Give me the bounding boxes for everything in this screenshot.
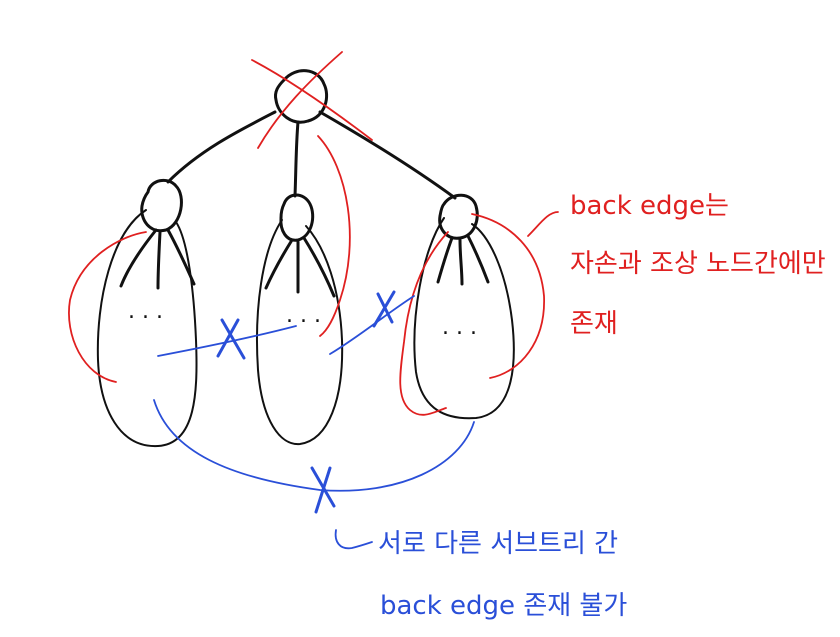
edge-root-left bbox=[166, 110, 277, 184]
x-mark-icon bbox=[310, 466, 336, 514]
cross-edge-middle-right bbox=[329, 295, 415, 355]
edge-root-middle bbox=[293, 120, 300, 198]
right-branch-3 bbox=[466, 234, 490, 284]
root-cross-stroke-2 bbox=[257, 51, 343, 149]
left-child-node bbox=[140, 178, 183, 233]
x-mark-icon bbox=[216, 318, 246, 360]
back-edge-right-inner bbox=[399, 231, 449, 416]
red-back-edges bbox=[68, 51, 559, 416]
right-branch-2 bbox=[458, 238, 464, 286]
left-branch-2 bbox=[156, 230, 162, 290]
cross-edge-left-right-bottom bbox=[153, 399, 475, 492]
left-subtree-outline bbox=[96, 209, 198, 448]
red-note-line-1: back edge는 bbox=[570, 191, 729, 221]
edge-root-right bbox=[318, 110, 457, 200]
left-subtree-ellipsis: . . . bbox=[128, 299, 163, 324]
back-edge-left-loop bbox=[68, 231, 147, 383]
right-subtree-outline bbox=[413, 217, 515, 420]
red-note-line-2: 자손과 조상 노드간에만 bbox=[570, 249, 826, 279]
tree-edges bbox=[166, 110, 457, 200]
right-branch-1 bbox=[436, 236, 454, 284]
blue-note-line-1: 서로 다른 서브트리 간 bbox=[378, 529, 618, 559]
blue-cross-edges bbox=[153, 295, 475, 550]
middle-subtree-outline bbox=[256, 219, 344, 446]
root-node bbox=[274, 69, 329, 124]
red-note-arrow bbox=[527, 211, 559, 237]
back-edge-right-outer bbox=[471, 213, 545, 379]
blue-note-line-2: back edge 존재 불가 bbox=[380, 591, 627, 621]
red-note-line-3: 존재 bbox=[570, 309, 618, 339]
left-branch-1 bbox=[119, 228, 158, 288]
right-subtree-ellipsis: . . . bbox=[442, 315, 477, 340]
middle-branch-1 bbox=[264, 238, 294, 290]
left-branch-3 bbox=[166, 228, 196, 286]
middle-branch-3 bbox=[302, 236, 336, 298]
left-subtree bbox=[96, 178, 198, 448]
blue-note-arrow bbox=[334, 529, 373, 550]
middle-subtree-ellipsis: . . . bbox=[286, 303, 321, 328]
right-subtree bbox=[413, 193, 515, 420]
middle-subtree bbox=[256, 193, 344, 446]
root-cross-stroke-1 bbox=[251, 59, 373, 141]
middle-child-node bbox=[279, 193, 315, 242]
back-edge-root-to-middle bbox=[317, 135, 351, 337]
x-mark-icon bbox=[372, 290, 396, 328]
right-child-node bbox=[438, 193, 479, 240]
